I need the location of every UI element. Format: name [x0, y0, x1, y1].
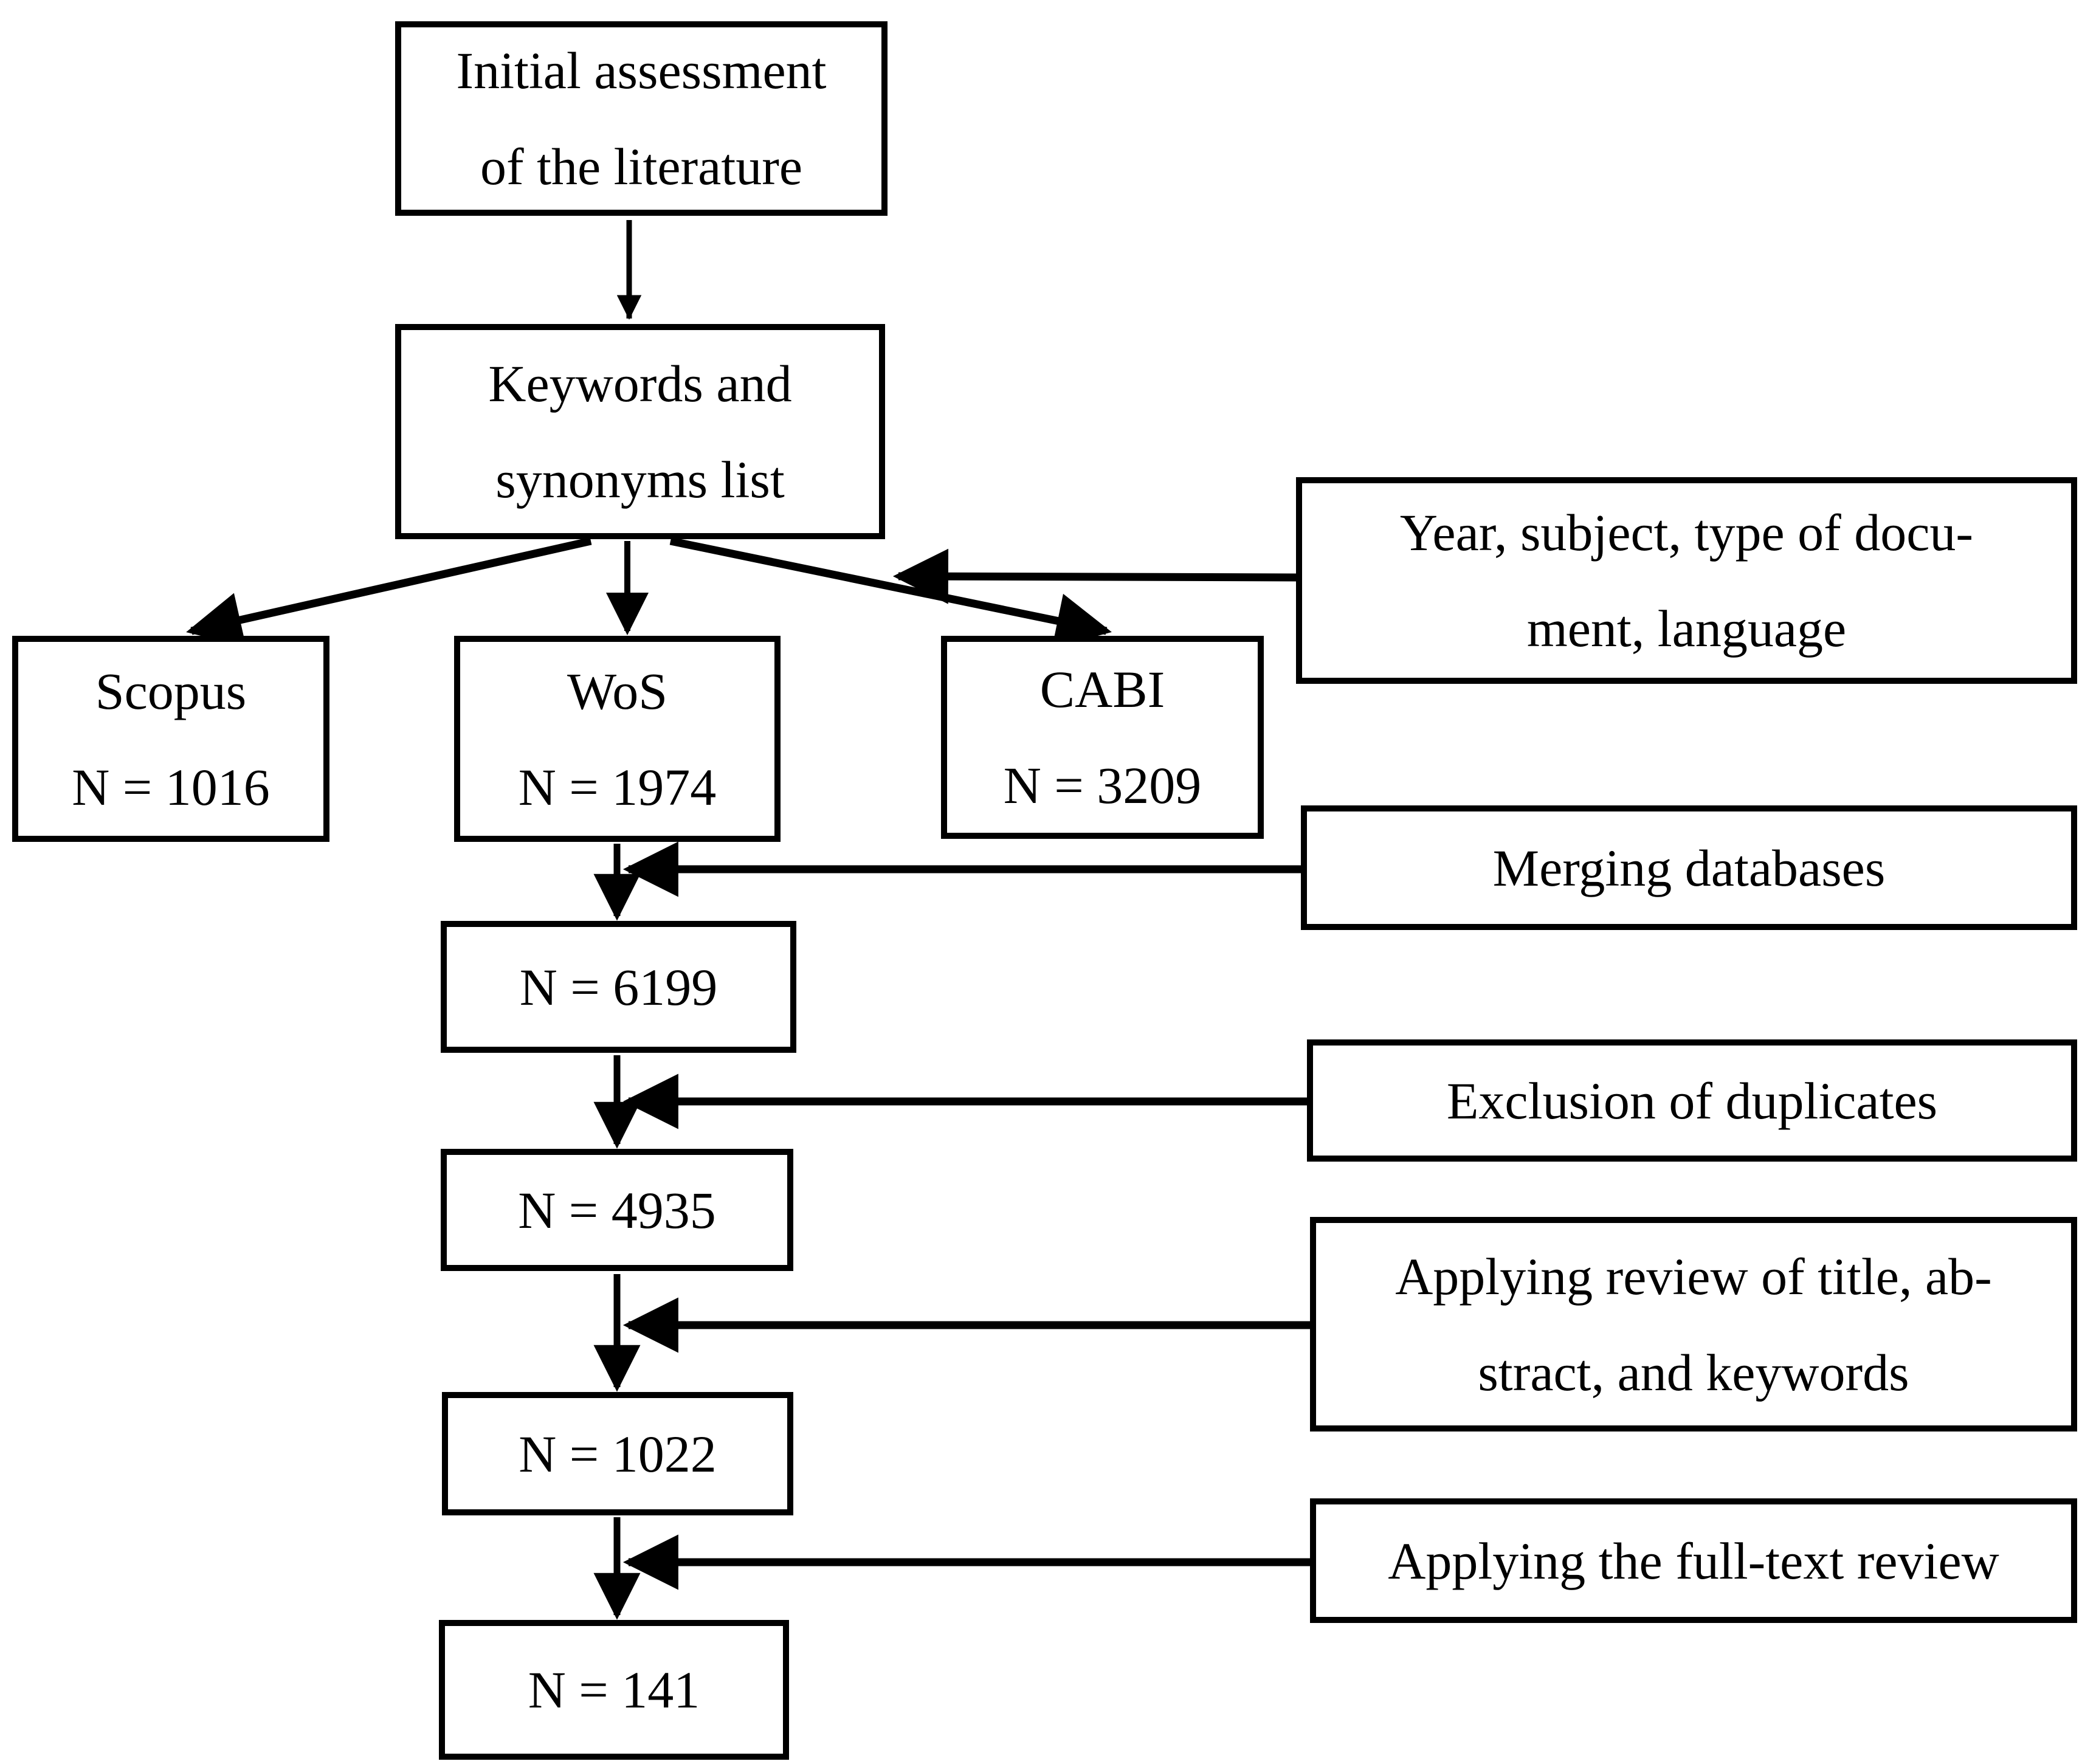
box-filter-criteria: Year, subject, type of docu- ment, langu…: [1296, 477, 2077, 684]
box-label-line: ment, language: [1526, 599, 1847, 658]
box-n-merged: N = 6199: [441, 921, 796, 1053]
box-label-line: Exclusion of duplicates: [1446, 1071, 1938, 1130]
box-label-line: Applying review of title, ab-: [1395, 1247, 1992, 1306]
box-label-line: stract, and keywords: [1478, 1343, 1909, 1402]
box-n-after-duplicates: N = 4935: [441, 1149, 793, 1271]
box-merging-databases: Merging databases: [1301, 805, 2077, 930]
box-label-line: Applying the full-text review: [1388, 1531, 1999, 1590]
box-label-line: of the literature: [480, 137, 803, 196]
box-count-line: N = 1016: [72, 757, 270, 816]
box-label-line: Keywords and: [488, 354, 792, 413]
box-label-line: Initial assessment: [456, 41, 827, 100]
box-cabi: CABI N = 3209: [941, 636, 1264, 839]
box-label-line: WoS: [567, 661, 668, 720]
box-n-final: N = 141: [439, 1620, 789, 1760]
box-exclusion-duplicates: Exclusion of duplicates: [1307, 1039, 2077, 1162]
box-label-line: Merging databases: [1492, 838, 1886, 897]
arrow-criteria-to-keywords: [892, 548, 1299, 604]
arrow-keywords-to-cabi: [669, 537, 1112, 649]
box-count-line: N = 141: [528, 1661, 700, 1719]
box-count-line: N = 1022: [519, 1424, 717, 1483]
box-label-line: CABI: [1039, 660, 1165, 718]
box-label-line: Scopus: [95, 661, 247, 720]
box-title-abstract-review: Applying review of title, ab- stract, an…: [1310, 1217, 2077, 1432]
box-scopus: Scopus N = 1016: [12, 636, 329, 842]
box-fulltext-review: Applying the full-text review: [1310, 1498, 2077, 1623]
box-initial-assessment: Initial assessment of the literature: [395, 21, 888, 216]
box-label-line: Year, subject, type of docu-: [1399, 503, 1974, 562]
box-count-line: N = 6199: [519, 957, 718, 1016]
box-count-line: N = 3209: [1003, 756, 1202, 815]
box-count-line: N = 1974: [518, 757, 717, 816]
box-keywords-synonyms: Keywords and synonyms list: [395, 324, 885, 539]
box-wos: WoS N = 1974: [454, 636, 781, 842]
box-n-after-screening: N = 1022: [442, 1392, 793, 1515]
arrow-keywords-to-scopus: [186, 537, 592, 647]
box-label-line: synonyms list: [495, 450, 785, 509]
box-count-line: N = 4935: [518, 1180, 716, 1239]
